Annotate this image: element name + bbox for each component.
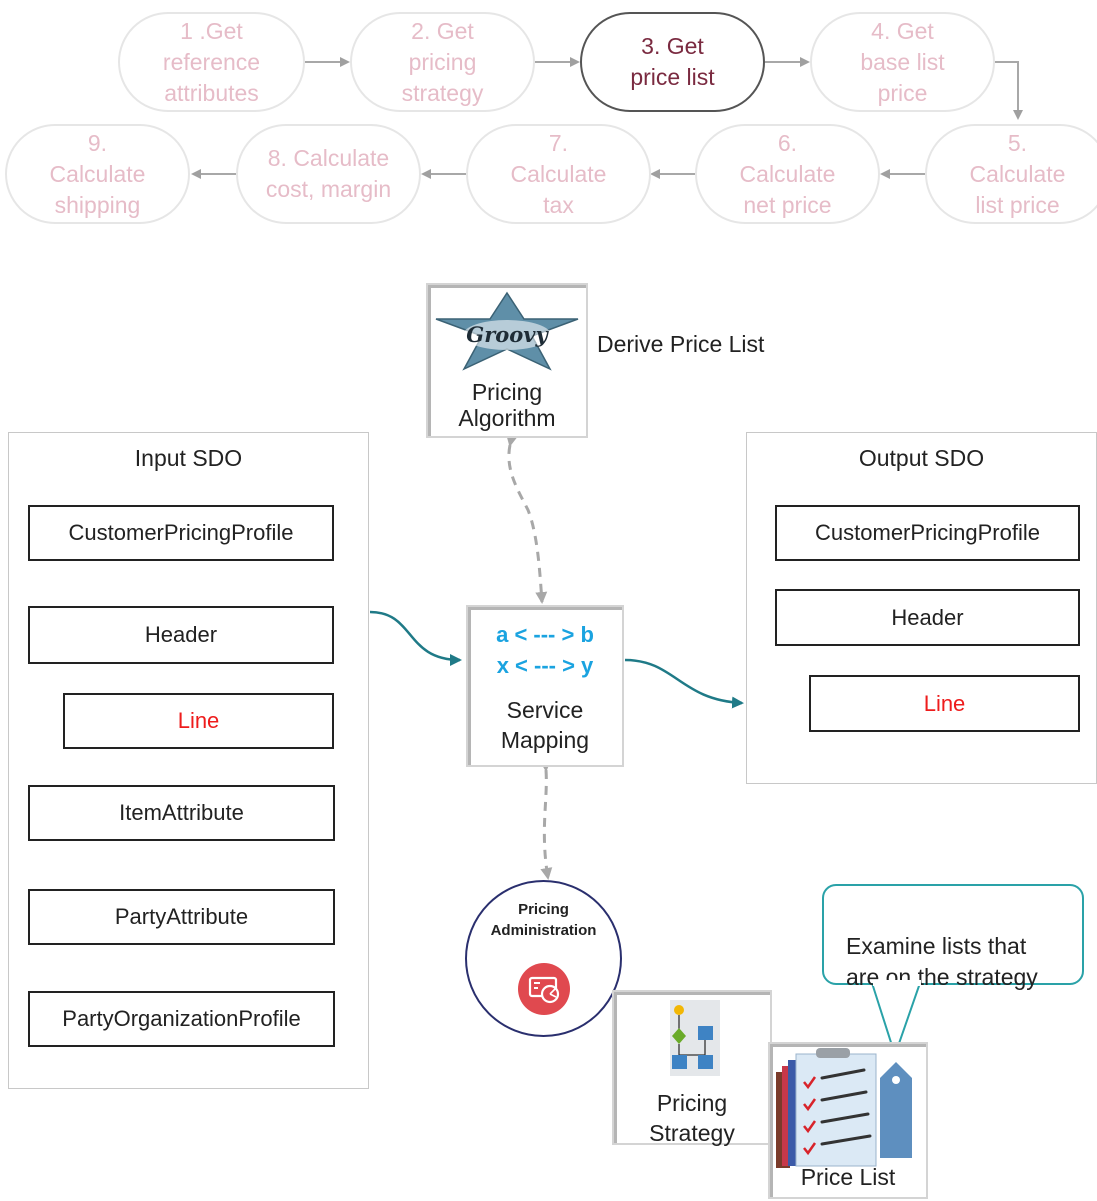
input-party-organization-profile: PartyOrganizationProfile (28, 991, 335, 1047)
step-8-label: 8. Calculate cost, margin (265, 145, 392, 202)
step-6-pill: 6. Calculate net price (695, 124, 880, 224)
input-party-attribute: PartyAttribute (28, 889, 335, 945)
output-header: Header (775, 589, 1080, 646)
flow-input-to-mapping (369, 610, 462, 666)
pricing-strategy-label: Pricing Strategy (649, 1090, 735, 1146)
step-9-pill: 9. Calculate shipping (5, 124, 190, 224)
dashed-link-algorithm-mapping (506, 434, 548, 604)
output-sdo-title: Output SDO (858, 445, 985, 471)
step-5-pill: 5. Calculate list price (925, 124, 1097, 224)
price-list-tile: Price List (768, 1042, 928, 1199)
mapping-line-ab: a < --- > b (496, 622, 594, 647)
price-list-label: Price List (800, 1164, 896, 1190)
pricing-algorithm-label: Pricing Algorithm (458, 379, 556, 431)
step-2-label: 2. Get pricing strategy (401, 17, 484, 106)
flowchart-icon (670, 1000, 720, 1076)
step-5-label: 5. Calculate list price (969, 129, 1066, 218)
service-mapping-tile: a < --- > b x < --- > y Service Mapping (466, 605, 624, 767)
step-arrow-4-5 (995, 61, 1023, 120)
input-line: Line (63, 693, 334, 749)
input-item-attribute: ItemAttribute (28, 785, 335, 841)
mapping-line-xy: x < --- > y (496, 653, 594, 678)
pricing-strategy-tile: Pricing Strategy (612, 990, 772, 1146)
input-customer-pricing-profile: CustomerPricingProfile (28, 505, 334, 561)
output-customer-pricing-profile: CustomerPricingProfile (775, 505, 1080, 561)
step-6-label: 6. Calculate net price (739, 129, 836, 218)
pricing-administration-circle: Pricing Administration (465, 880, 622, 1037)
pricing-administration-label: Pricing Administration (490, 901, 597, 939)
step-1-pill: 1 .Get reference attributes (118, 12, 305, 112)
flow-mapping-to-output (624, 658, 744, 709)
step-9-label: 9. Calculate shipping (49, 129, 146, 218)
step-8-pill: 8. Calculate cost, margin (236, 124, 421, 224)
callout-tail-cover (873, 980, 921, 986)
pricing-algorithm-tile: Groovy Pricing Algorithm (426, 283, 588, 438)
output-line: Line (809, 675, 1080, 732)
step-1-label: 1 .Get reference attributes (162, 17, 261, 106)
dashed-link-mapping-administration (539, 759, 553, 880)
step-3-pill: 3. Get price list (580, 12, 765, 112)
step-7-pill: 7. Calculate tax (466, 124, 651, 224)
pricing-admin-icon (518, 963, 570, 1015)
groovy-logo-text: Groovy (466, 322, 549, 347)
service-mapping-label: Service Mapping (500, 697, 590, 753)
step-4-label: 4. Get base list price (860, 17, 945, 106)
step-3-label: 3. Get price list (630, 33, 715, 90)
step-7-label: 7. Calculate tax (510, 129, 607, 218)
groovy-star-icon: Groovy (435, 291, 579, 371)
examine-lists-callout: Examine lists that are on the strategy (822, 884, 1084, 990)
step-2-pill: 2. Get pricing strategy (350, 12, 535, 112)
derive-price-list-caption: Derive Price List (597, 331, 765, 357)
price-list-clipboard-icon (776, 1048, 912, 1168)
input-sdo-title: Input SDO (134, 445, 243, 471)
step-4-pill: 4. Get base list price (810, 12, 995, 112)
input-header: Header (28, 606, 334, 664)
